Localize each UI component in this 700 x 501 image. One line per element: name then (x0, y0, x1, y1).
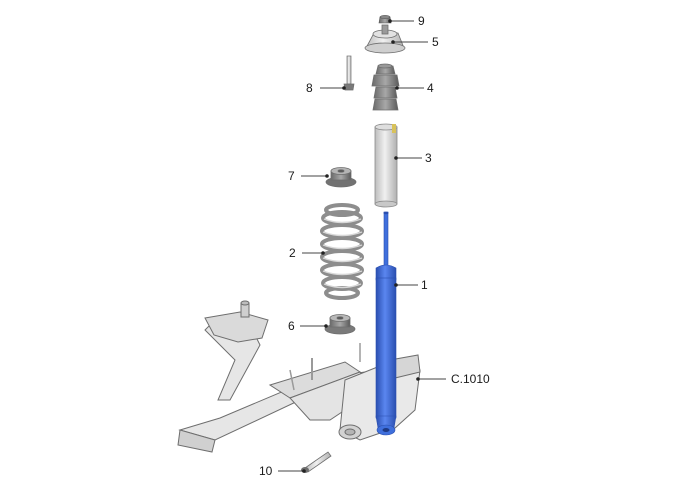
callout-7: 7 (288, 169, 295, 183)
callout-1: 1 (421, 278, 428, 292)
callout-5: 5 (432, 35, 439, 49)
part-2-coil-spring (320, 203, 364, 300)
part-10-bolt (301, 451, 332, 473)
callout-2: 2 (289, 246, 296, 260)
part-3-dust-boot (374, 123, 398, 208)
part-5-top-mount (364, 24, 406, 54)
part-8-bolt (343, 55, 355, 91)
callout-10: 10 (259, 464, 273, 478)
part-7-upper-spring-seat (325, 167, 357, 188)
part-1-shock-absorber (375, 211, 397, 436)
callout-9: 9 (418, 14, 425, 28)
part-6-lower-spring-seat (324, 314, 356, 335)
callout-c1010: C.1010 (451, 372, 490, 386)
part-4-bump-stop (371, 63, 400, 111)
part-9-nut (378, 15, 392, 24)
leader-lines (278, 20, 446, 472)
callout-8: 8 (306, 81, 313, 95)
callout-4: 4 (427, 81, 434, 95)
spring-highlight (322, 218, 363, 289)
leader-dots (302, 19, 420, 473)
callout-6: 6 (288, 319, 295, 333)
callout-3: 3 (425, 151, 432, 165)
